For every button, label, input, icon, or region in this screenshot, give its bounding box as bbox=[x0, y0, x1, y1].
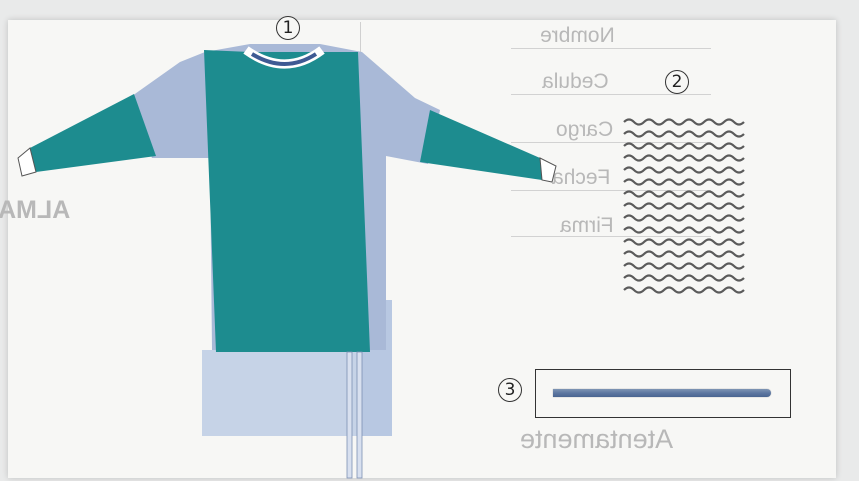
fabric-wave-line bbox=[624, 144, 744, 149]
gown-right-cuff bbox=[420, 110, 542, 180]
fabric-wave-line bbox=[624, 228, 744, 233]
fabric-wave-line bbox=[624, 204, 744, 209]
fabric-wave-line bbox=[624, 216, 744, 221]
marker-1: 1 bbox=[276, 16, 300, 40]
gown-tie-string bbox=[347, 352, 352, 478]
fabric-wave-line bbox=[624, 252, 744, 257]
fabric-wave-line bbox=[624, 276, 744, 281]
fabric-wave-line bbox=[624, 264, 744, 269]
fabric-wave-line bbox=[624, 180, 744, 185]
gown-left-cuff bbox=[30, 94, 156, 172]
fabric-wave-line bbox=[624, 132, 744, 137]
fabric-wave-line bbox=[624, 240, 744, 245]
fabric-wave-line bbox=[624, 156, 744, 161]
gown-tie-string bbox=[357, 352, 362, 478]
tie-strip bbox=[553, 389, 771, 397]
gown-right-wrist bbox=[540, 158, 556, 182]
fabric-wave-line bbox=[624, 288, 744, 293]
marker-3: 3 bbox=[498, 378, 522, 402]
fabric-wave-line bbox=[624, 192, 744, 197]
fabric-wave-line bbox=[624, 168, 744, 173]
gown-front-panel bbox=[204, 50, 370, 352]
fabric-wave-line bbox=[624, 120, 744, 125]
marker-2: 2 bbox=[665, 70, 689, 94]
fabric-swatch bbox=[622, 116, 746, 302]
tie-sample-box bbox=[535, 369, 791, 418]
